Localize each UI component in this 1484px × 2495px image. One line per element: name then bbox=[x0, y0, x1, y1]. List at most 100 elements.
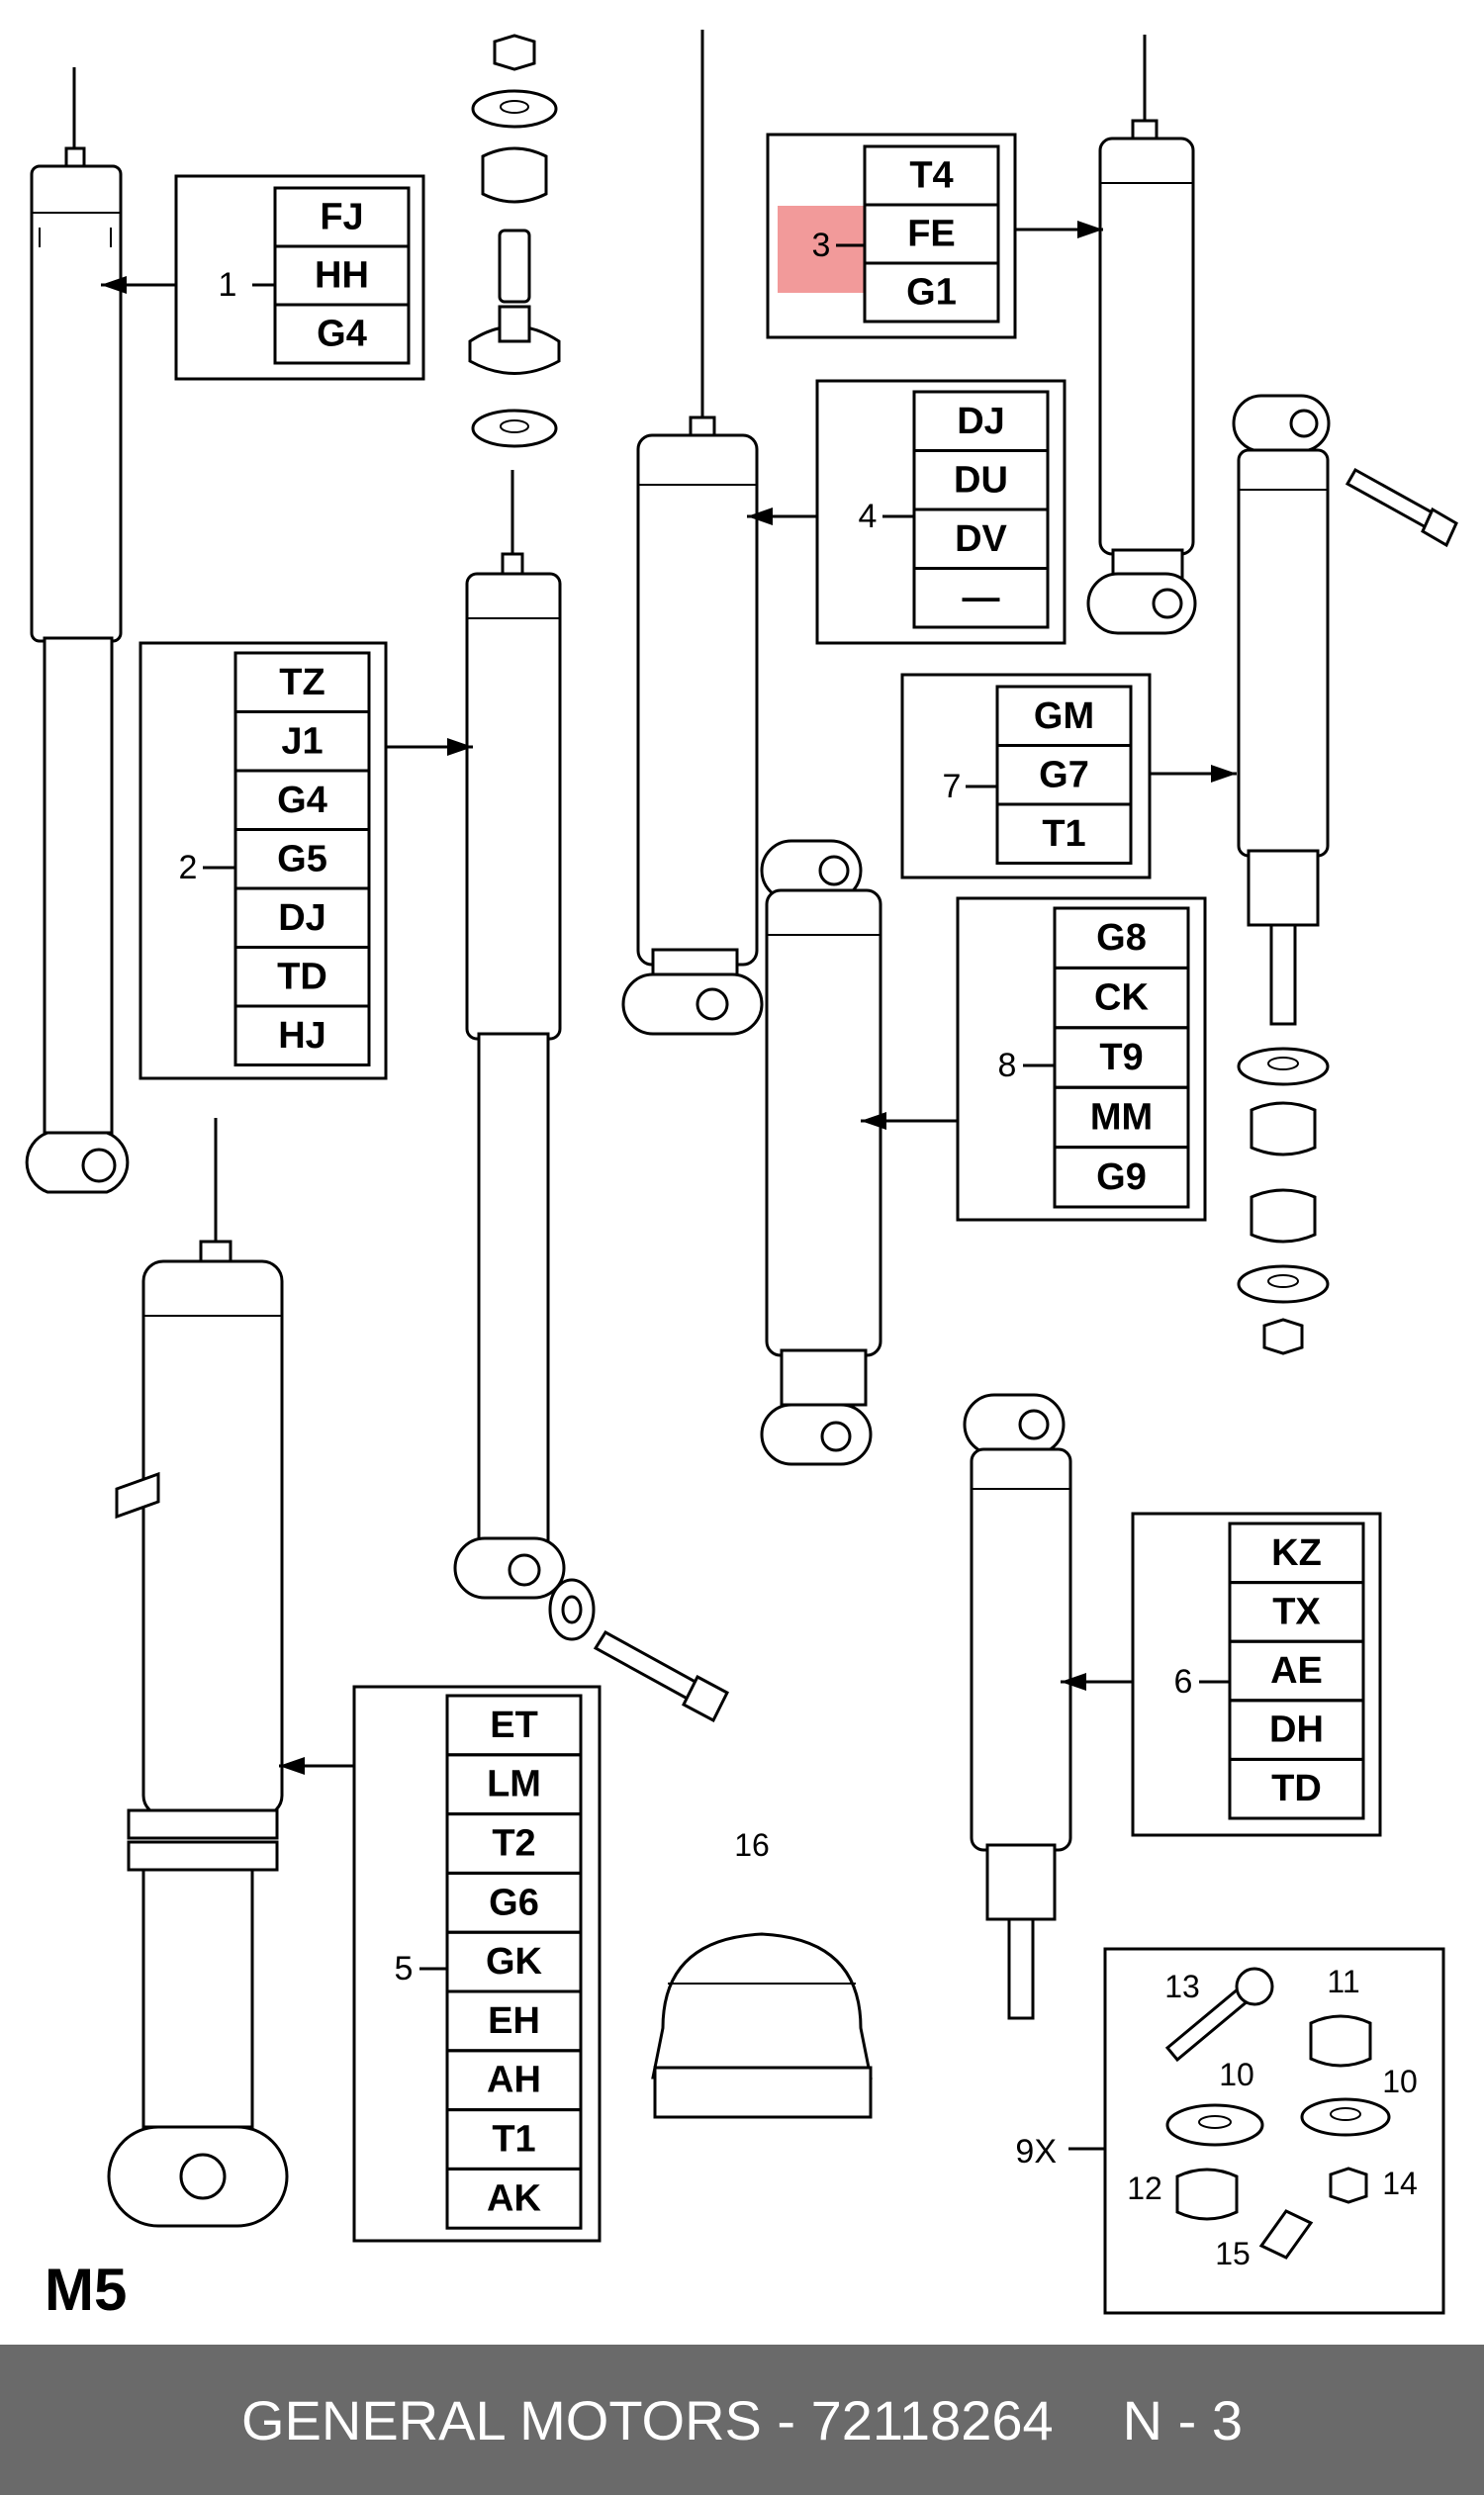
code-HH: HH bbox=[315, 255, 369, 297]
code-HJ: HJ bbox=[278, 1015, 326, 1057]
code-LM: LM bbox=[487, 1764, 541, 1805]
shock-absorber-3 bbox=[1086, 35, 1197, 635]
code-T4: T4 bbox=[909, 155, 953, 197]
code-TX: TX bbox=[1272, 1591, 1321, 1632]
top-mount-parts bbox=[468, 34, 561, 448]
callout-frame bbox=[352, 1685, 602, 2243]
code-AK: AK bbox=[487, 2177, 541, 2219]
callout-frame bbox=[139, 641, 388, 1080]
callout-frame bbox=[900, 673, 1152, 879]
code-DJ: DJ bbox=[278, 897, 326, 939]
shock-absorber-7 bbox=[1232, 394, 1458, 1026]
code-J1: J1 bbox=[281, 720, 323, 762]
kit-part-ref: 12 bbox=[1127, 2171, 1162, 2206]
code-AE: AE bbox=[1270, 1650, 1323, 1692]
code-G8: G8 bbox=[1096, 917, 1147, 959]
callout-tables: FJHHG41TZJ1G4G5DJTDHJ2T4FEG13DJDUDV—4ETL… bbox=[101, 133, 1382, 2243]
callout-ref-label: 6 bbox=[1174, 1663, 1193, 1701]
page-mark: M5 bbox=[45, 2257, 127, 2323]
kit-part-ref: 15 bbox=[1215, 2236, 1251, 2271]
code-TD: TD bbox=[1271, 1768, 1322, 1809]
callout-ref-label: 4 bbox=[859, 498, 878, 535]
footer-bar: GENERAL MOTORS - 72118264 N - 3 bbox=[0, 2345, 1484, 2495]
kit-part-ref: 10 bbox=[1382, 2064, 1418, 2099]
shock-absorber-5 bbox=[107, 1118, 289, 2228]
arrow-head-icon bbox=[747, 508, 773, 525]
bushing-stack bbox=[1237, 1047, 1330, 1355]
code-T2: T2 bbox=[492, 1823, 535, 1865]
code-GK: GK bbox=[486, 1941, 543, 1983]
callout-frame bbox=[1131, 1512, 1382, 1837]
code-AH: AH bbox=[487, 2060, 541, 2101]
code-G4: G4 bbox=[317, 314, 367, 355]
code-—: — bbox=[963, 577, 1000, 618]
code-G4: G4 bbox=[277, 780, 327, 821]
code-TD: TD bbox=[277, 956, 327, 997]
code-DU: DU bbox=[954, 459, 1008, 501]
callout-ref-label: 3 bbox=[812, 227, 831, 264]
code-GM: GM bbox=[1034, 695, 1094, 737]
kit-part-ref: 14 bbox=[1382, 2166, 1418, 2201]
callout-frame bbox=[174, 174, 425, 381]
kit-part-ref: 11 bbox=[1327, 1964, 1359, 1999]
arrow-head-icon bbox=[101, 276, 127, 294]
code-TZ: TZ bbox=[279, 662, 325, 703]
arrow-head-icon bbox=[1061, 1673, 1086, 1691]
code-cell bbox=[995, 802, 1133, 865]
footer-page-code: N - 3 bbox=[1122, 2388, 1243, 2451]
code-G9: G9 bbox=[1096, 1156, 1147, 1198]
dust-boot: 16 bbox=[651, 1827, 873, 2119]
callout-frame bbox=[956, 896, 1207, 1222]
code-CK: CK bbox=[1094, 977, 1149, 1019]
shock-absorber-1 bbox=[25, 67, 130, 1194]
shock-absorber-6 bbox=[963, 1393, 1072, 2020]
callout-4: DJ DU DV — 4 bbox=[747, 379, 1067, 645]
highlight-marker bbox=[778, 206, 865, 293]
code-T1: T1 bbox=[492, 2119, 535, 2161]
code-cell bbox=[912, 567, 1050, 629]
callout-ref-label: 5 bbox=[395, 1950, 414, 1987]
callout-frame bbox=[766, 133, 1017, 339]
code-T9: T9 bbox=[1099, 1037, 1143, 1078]
kit-part-ref: 13 bbox=[1164, 1969, 1200, 2004]
callout-ref-label: 1 bbox=[219, 266, 237, 304]
arrow-head-icon bbox=[1211, 765, 1237, 783]
code-FE: FE bbox=[907, 214, 956, 255]
code-cell bbox=[863, 261, 1000, 323]
kit-ref-label: 9X bbox=[1015, 2133, 1057, 2171]
boot-ref-label: 16 bbox=[734, 1827, 770, 1863]
code-G5: G5 bbox=[277, 838, 327, 879]
mounting-kit: 9X 13 11 10 10 12 14 15 bbox=[1015, 1947, 1445, 2315]
kit-part-ref: 10 bbox=[1219, 2057, 1254, 2092]
code-G7: G7 bbox=[1039, 754, 1089, 795]
code-MM: MM bbox=[1090, 1096, 1153, 1138]
arrow-head-icon bbox=[1077, 221, 1103, 238]
code-ET: ET bbox=[490, 1705, 538, 1746]
code-DJ: DJ bbox=[957, 401, 1005, 442]
code-KZ: KZ bbox=[1271, 1532, 1322, 1574]
shock-absorber-4 bbox=[621, 30, 764, 1036]
code-FJ: FJ bbox=[320, 197, 363, 238]
callout-ref-label: 7 bbox=[943, 768, 962, 805]
footer-part-number: GENERAL MOTORS - 72118264 bbox=[241, 2388, 1054, 2451]
callout-frame bbox=[815, 379, 1067, 645]
code-EH: EH bbox=[488, 2000, 540, 2042]
code-DV: DV bbox=[955, 518, 1007, 560]
code-G1: G1 bbox=[906, 272, 957, 314]
code-cell bbox=[233, 1004, 371, 1066]
code-G6: G6 bbox=[489, 1882, 539, 1923]
shock-absorber-8 bbox=[760, 839, 882, 1466]
code-cell bbox=[273, 303, 411, 365]
callout-1: FJ HH G4 1 bbox=[101, 174, 425, 381]
arrow-head-icon bbox=[279, 1757, 305, 1775]
shock-absorber-2 bbox=[453, 470, 729, 1723]
callout-ref-label: 2 bbox=[179, 849, 198, 886]
arrow-head-icon bbox=[447, 738, 473, 756]
